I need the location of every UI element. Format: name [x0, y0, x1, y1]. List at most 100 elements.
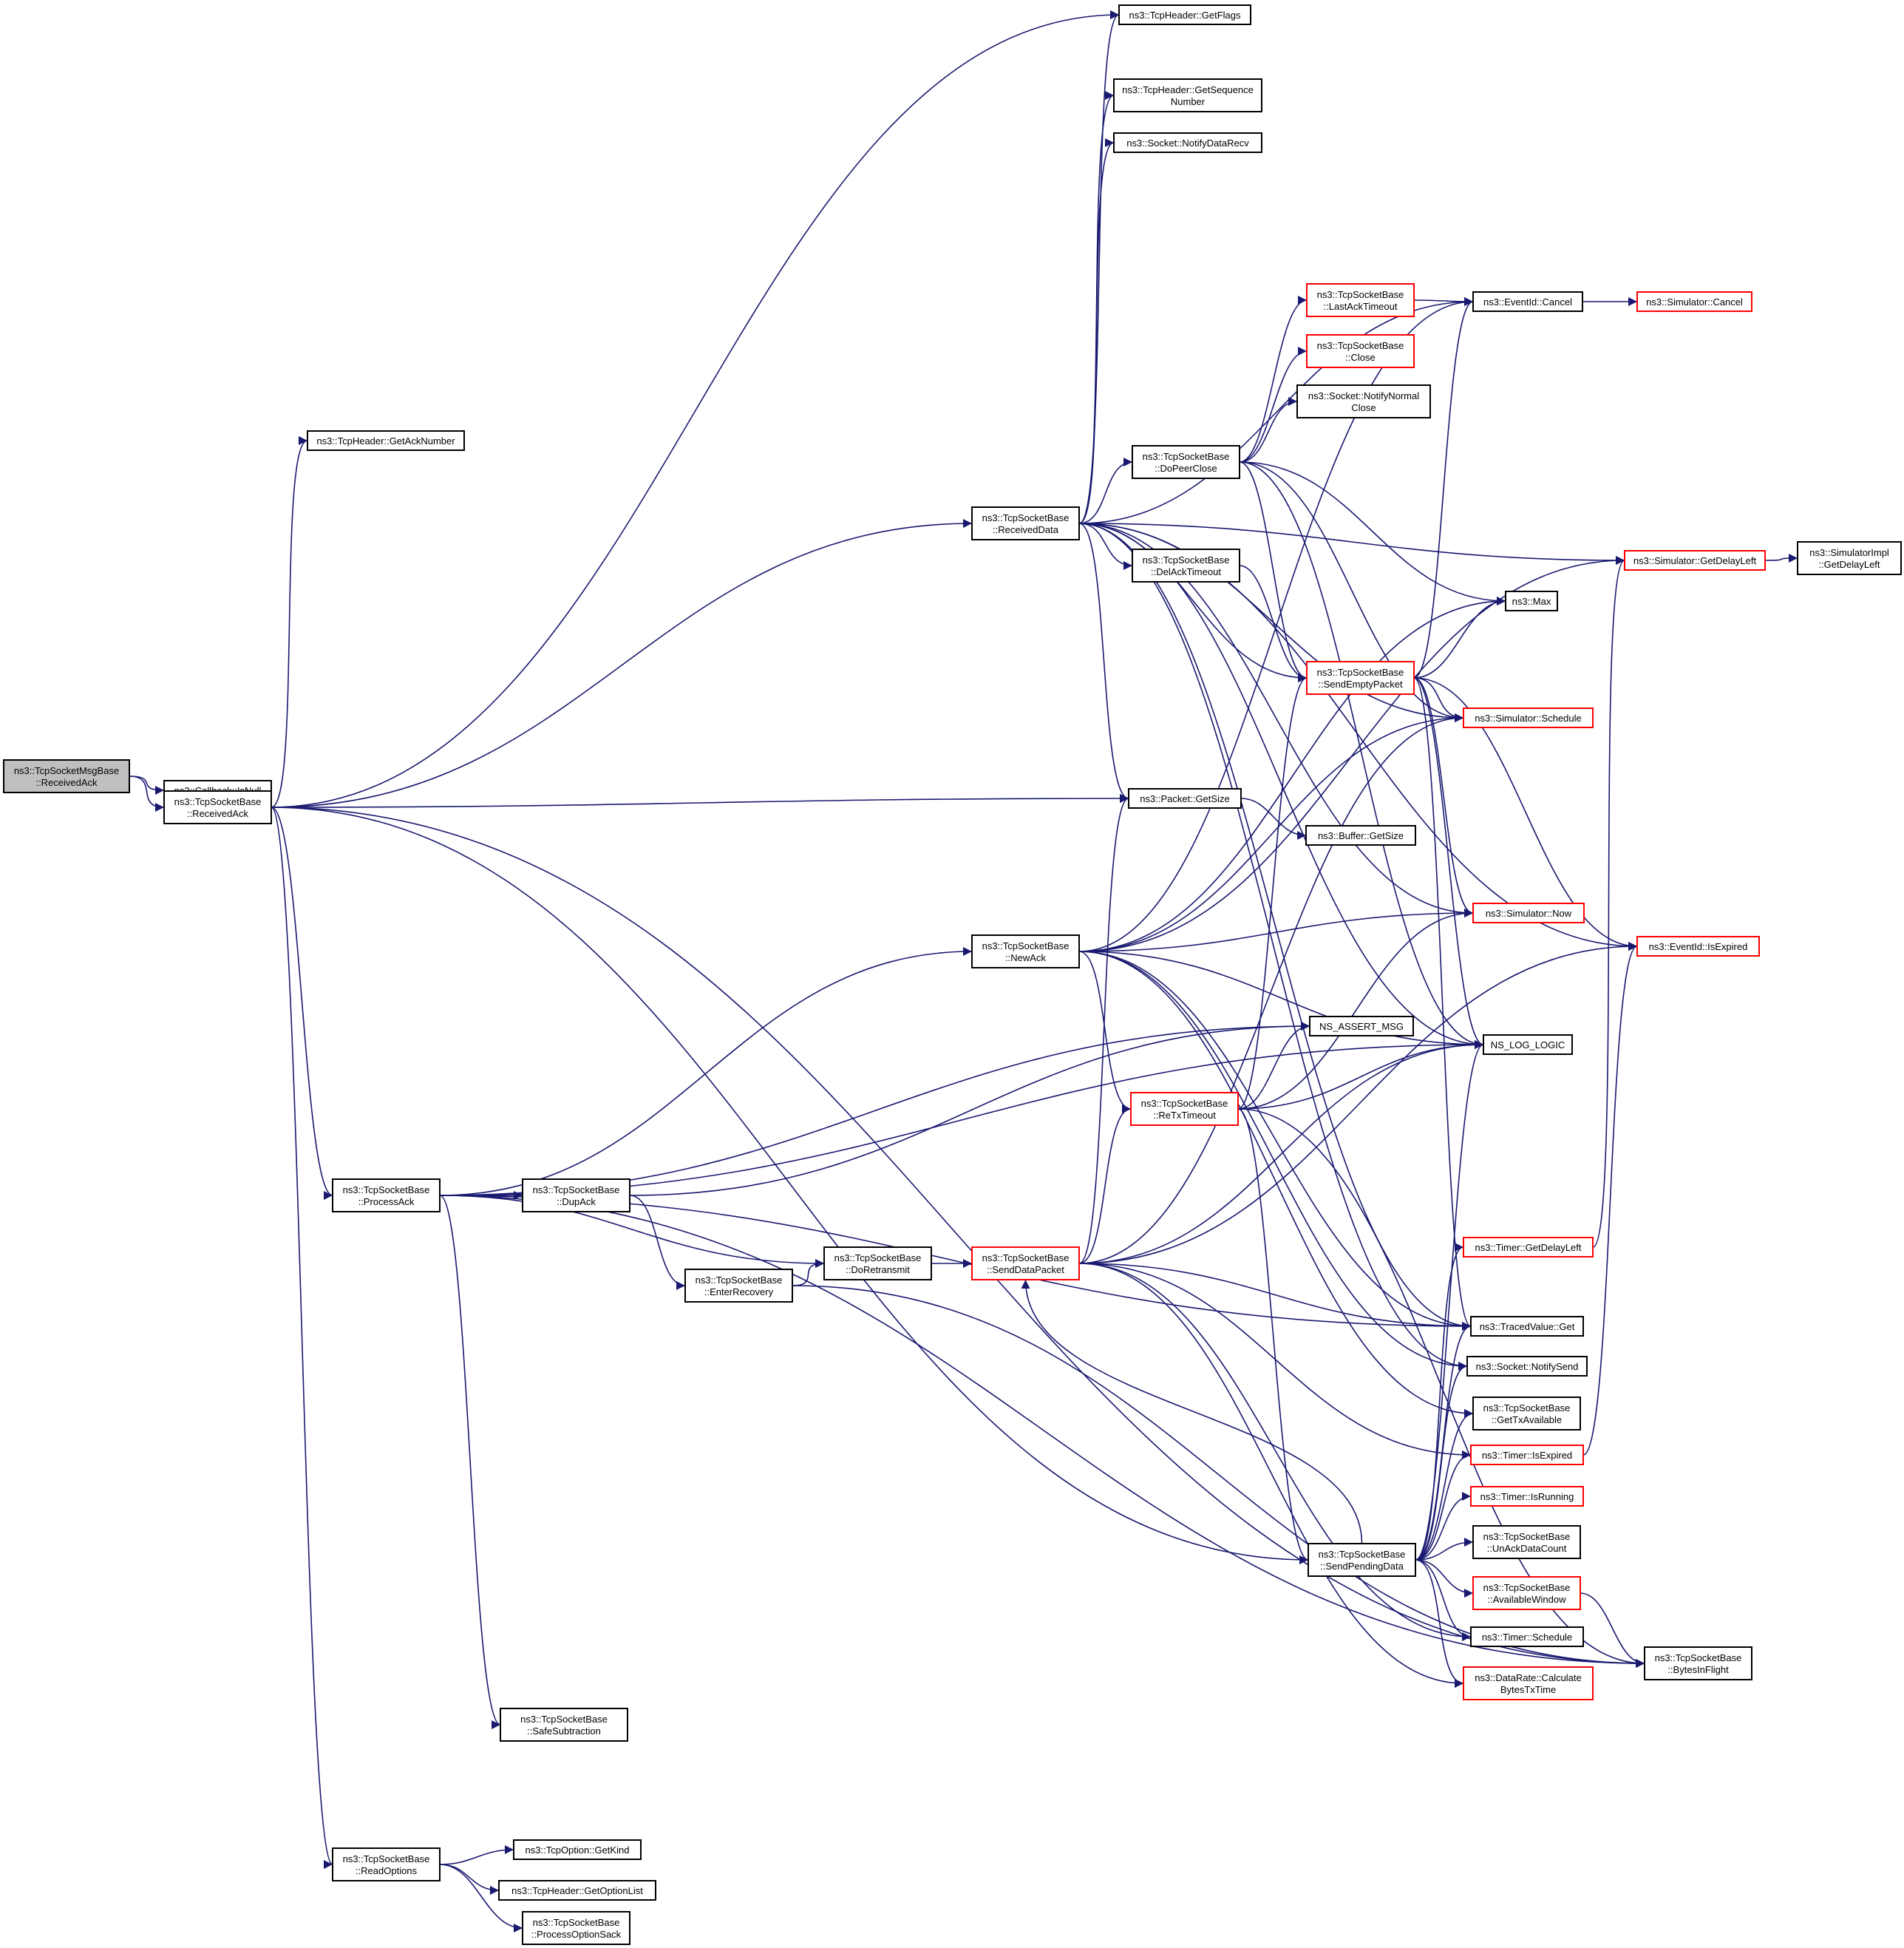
function-node-label: ::DupAck: [557, 1196, 596, 1207]
function-node-recvack[interactable]: ns3::TcpSocketBase::ReceivedAck: [163, 790, 272, 824]
function-node-sendempty[interactable]: ns3::TcpSocketBase::SendEmptyPacket: [1306, 661, 1415, 695]
call-edge-recvack-to-getacknum: [271, 436, 308, 808]
function-node-senddatapkt[interactable]: ns3::TcpSocketBase::SendDataPacket: [971, 1246, 1080, 1280]
call-edge-newack-to-logic: [1078, 951, 1484, 1049]
function-node-tracedget[interactable]: ns3::TracedValue::Get: [1470, 1316, 1584, 1337]
call-edge-retx-to-assert: [1237, 1022, 1310, 1110]
function-node-procsack[interactable]: ns3::TcpSocketBase::ProcessOptionSack: [522, 1911, 630, 1945]
function-node-dopeerclose[interactable]: ns3::TcpSocketBase::DoPeerClose: [1132, 445, 1240, 479]
function-node-label: ns3::EventId::Cancel: [1483, 296, 1572, 308]
function-node-label: ns3::TcpSocketBase: [834, 1252, 922, 1263]
function-node-label: ::EnterRecovery: [704, 1286, 774, 1297]
function-node-retx[interactable]: ns3::TcpSocketBase::ReTxTimeout: [1130, 1092, 1239, 1126]
function-node-notifydatarecv[interactable]: ns3::Socket::NotifyDataRecv: [1113, 132, 1262, 153]
function-node-label: Number: [1171, 96, 1206, 107]
function-node-label: ns3::TcpSocketBase: [1483, 1531, 1571, 1542]
function-node-label: ns3::TcpSocketBase: [1141, 1098, 1228, 1109]
function-node-getflags[interactable]: ns3::TcpHeader::GetFlags: [1118, 4, 1251, 25]
function-node-label: ns3::TcpSocketBase: [696, 1275, 783, 1286]
call-edge-root-to-isnull: [129, 776, 165, 795]
call-edge-senddatapkt-to-pktsize: [1078, 794, 1129, 1264]
function-node-label: ::ProcessOptionSack: [531, 1929, 622, 1940]
function-node-notifysend[interactable]: ns3::Socket::NotifySend: [1466, 1356, 1588, 1377]
function-node-getacknum[interactable]: ns3::TcpHeader::GetAckNumber: [307, 430, 465, 451]
function-node-label: ::ProcessAck: [358, 1196, 415, 1207]
function-node-label: ns3::TcpSocketBase: [533, 1917, 620, 1928]
call-edge-recvdata-to-pktsize: [1078, 523, 1129, 803]
function-node-label: ns3::Buffer::GetSize: [1318, 830, 1404, 841]
function-node-readopts[interactable]: ns3::TcpSocketBase::ReadOptions: [332, 1847, 441, 1881]
function-node-root[interactable]: ns3::TcpSocketMsgBase::ReceivedAck: [3, 759, 130, 793]
function-node-unack[interactable]: ns3::TcpSocketBase::UnAckDataCount: [1472, 1525, 1581, 1559]
function-node-evexpired[interactable]: ns3::EventId::IsExpired: [1636, 936, 1760, 957]
function-node-label: ns3::TcpSocketBase: [174, 796, 262, 807]
function-node-lastack[interactable]: ns3::TcpSocketBase::LastAckTimeout: [1306, 283, 1415, 317]
function-node-bufsize[interactable]: ns3::Buffer::GetSize: [1305, 825, 1416, 846]
function-node-gettxavail[interactable]: ns3::TcpSocketBase::GetTxAvailable: [1472, 1396, 1581, 1431]
function-node-label: ::UnAckDataCount: [1487, 1543, 1567, 1554]
call-edge-retx-to-sendempty: [1237, 673, 1308, 1110]
function-node-assert[interactable]: NS_ASSERT_MSG: [1309, 1016, 1414, 1036]
function-node-label: NS_ASSERT_MSG: [1319, 1021, 1404, 1032]
function-node-close[interactable]: ns3::TcpSocketBase::Close: [1306, 334, 1415, 368]
call-edge-dopeerclose-to-sendempty: [1239, 461, 1308, 682]
function-node-label: ns3::Packet::GetSize: [1140, 793, 1229, 804]
function-node-timerrunning[interactable]: ns3::Timer::IsRunning: [1470, 1486, 1584, 1507]
function-node-getkind[interactable]: ns3::TcpOption::GetKind: [513, 1839, 642, 1860]
function-node-timerdelay[interactable]: ns3::Timer::GetDelayLeft: [1463, 1237, 1594, 1258]
function-node-schedule[interactable]: ns3::Simulator::Schedule: [1463, 707, 1594, 728]
function-node-logic[interactable]: NS_LOG_LOGIC: [1483, 1034, 1573, 1055]
function-node-label: ns3::TcpHeader::GetFlags: [1129, 10, 1241, 21]
call-edge-recvack-to-pktsize: [271, 794, 1129, 808]
call-edge-recvack-to-processack: [271, 807, 333, 1200]
function-node-newack[interactable]: ns3::TcpSocketBase::NewAck: [971, 934, 1080, 968]
function-node-max[interactable]: ns3::Max: [1505, 591, 1558, 611]
function-node-processack[interactable]: ns3::TcpSocketBase::ProcessAck: [332, 1178, 441, 1212]
call-edge-sendpending-to-timerrunning: [1415, 1492, 1472, 1561]
function-node-label: ns3::Simulator::Schedule: [1475, 713, 1582, 724]
function-node-enterrecovery[interactable]: ns3::TcpSocketBase::EnterRecovery: [684, 1269, 793, 1303]
call-edge-newack-to-schedule: [1078, 713, 1464, 952]
function-node-label: ns3::TcpHeader::GetOptionList: [511, 1885, 643, 1896]
function-node-label: ns3::Socket::NotifyNormal: [1308, 390, 1419, 401]
function-node-dupack[interactable]: ns3::TcpSocketBase::DupAck: [522, 1178, 630, 1212]
function-node-simimpl[interactable]: ns3::SimulatorImpl::GetDelayLeft: [1797, 541, 1902, 575]
function-node-label: ns3::TcpHeader::GetAckNumber: [316, 435, 455, 447]
function-node-label: ns3::TcpSocketBase: [533, 1184, 620, 1195]
function-node-label: ::DoPeerClose: [1155, 463, 1217, 474]
call-edge-sendempty-to-max: [1413, 597, 1506, 679]
function-node-getoptlist[interactable]: ns3::TcpHeader::GetOptionList: [498, 1880, 656, 1901]
function-node-label: ::SafeSubtraction: [527, 1725, 601, 1737]
function-node-timerexpired[interactable]: ns3::Timer::IsExpired: [1470, 1445, 1584, 1465]
call-edge-retx-to-logic: [1237, 1040, 1484, 1110]
call-edge-senddatapkt-to-timerexpired: [1078, 1263, 1472, 1459]
function-node-label: ::SendDataPacket: [987, 1264, 1064, 1275]
function-node-doretransmit[interactable]: ns3::TcpSocketBase::DoRetransmit: [823, 1246, 932, 1280]
function-node-timersched[interactable]: ns3::Timer::Schedule: [1470, 1626, 1584, 1647]
function-node-recvdata[interactable]: ns3::TcpSocketBase::ReceivedData: [971, 506, 1080, 540]
function-node-evcancel[interactable]: ns3::EventId::Cancel: [1472, 291, 1583, 312]
function-node-pktsize[interactable]: ns3::Packet::GetSize: [1128, 788, 1242, 809]
call-edge-processack-to-doretransmit: [439, 1195, 825, 1268]
function-node-label: ns3::TcpSocketBase: [1317, 289, 1404, 300]
function-node-label: ns3::Simulator::GetDelayLeft: [1633, 555, 1757, 566]
function-node-delack[interactable]: ns3::TcpSocketBase::DelAckTimeout: [1132, 549, 1240, 583]
call-edge-readopts-to-procsack: [439, 1864, 523, 1932]
function-node-simcancel[interactable]: ns3::Simulator::Cancel: [1636, 291, 1752, 312]
function-node-label: ::LastAckTimeout: [1324, 301, 1398, 312]
function-node-sendpending[interactable]: ns3::TcpSocketBase::SendPendingData: [1308, 1543, 1416, 1577]
function-node-safesub[interactable]: ns3::TcpSocketBase::SafeSubtraction: [500, 1708, 628, 1742]
function-node-label: ns3::Timer::GetDelayLeft: [1475, 1242, 1581, 1253]
function-node-getdelayleft[interactable]: ns3::Simulator::GetDelayLeft: [1624, 550, 1766, 571]
call-edge-newack-to-tracedget: [1078, 951, 1472, 1331]
call-edge-recvack-to-getflags: [271, 10, 1120, 808]
call-edge-recvack-to-readopts: [271, 807, 333, 1869]
function-node-bytesinflight[interactable]: ns3::TcpSocketBase::BytesInFlight: [1644, 1646, 1752, 1680]
call-edge-recvdata-to-evexpired: [1078, 523, 1638, 951]
function-node-availwin[interactable]: ns3::TcpSocketBase::AvailableWindow: [1472, 1576, 1581, 1610]
function-node-now[interactable]: ns3::Simulator::Now: [1472, 903, 1585, 923]
